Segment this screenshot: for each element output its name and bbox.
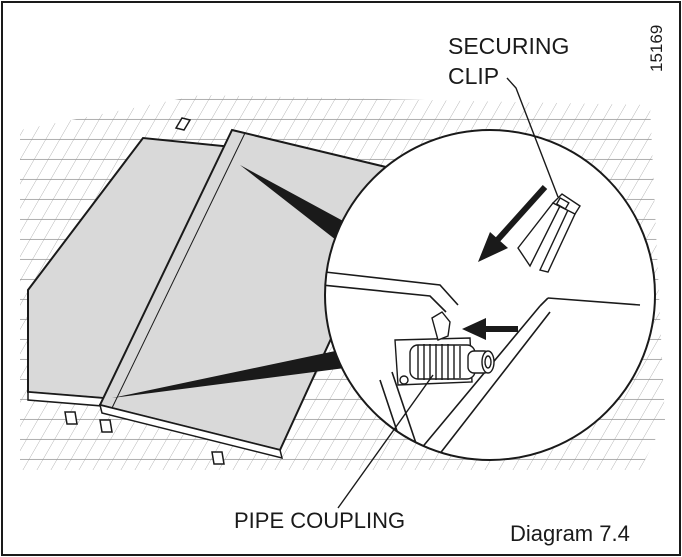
diagram-caption: Diagram 7.4: [510, 521, 630, 546]
label-pipe-coupling: PIPE COUPLING: [234, 508, 405, 533]
figure-number: 15169: [647, 25, 666, 72]
detail-magnifier: [324, 129, 656, 461]
pipe-coupling: [394, 311, 495, 386]
zoom-beams: [112, 165, 345, 398]
leader-lines: [337, 77, 559, 509]
label-securing-clip-line1: SECURING: [448, 33, 569, 59]
mounting-brackets: [64, 117, 225, 465]
insertion-arrows: [462, 184, 548, 340]
label-securing-clip-line2: CLIP: [448, 63, 499, 89]
securing-clip: [517, 193, 581, 273]
